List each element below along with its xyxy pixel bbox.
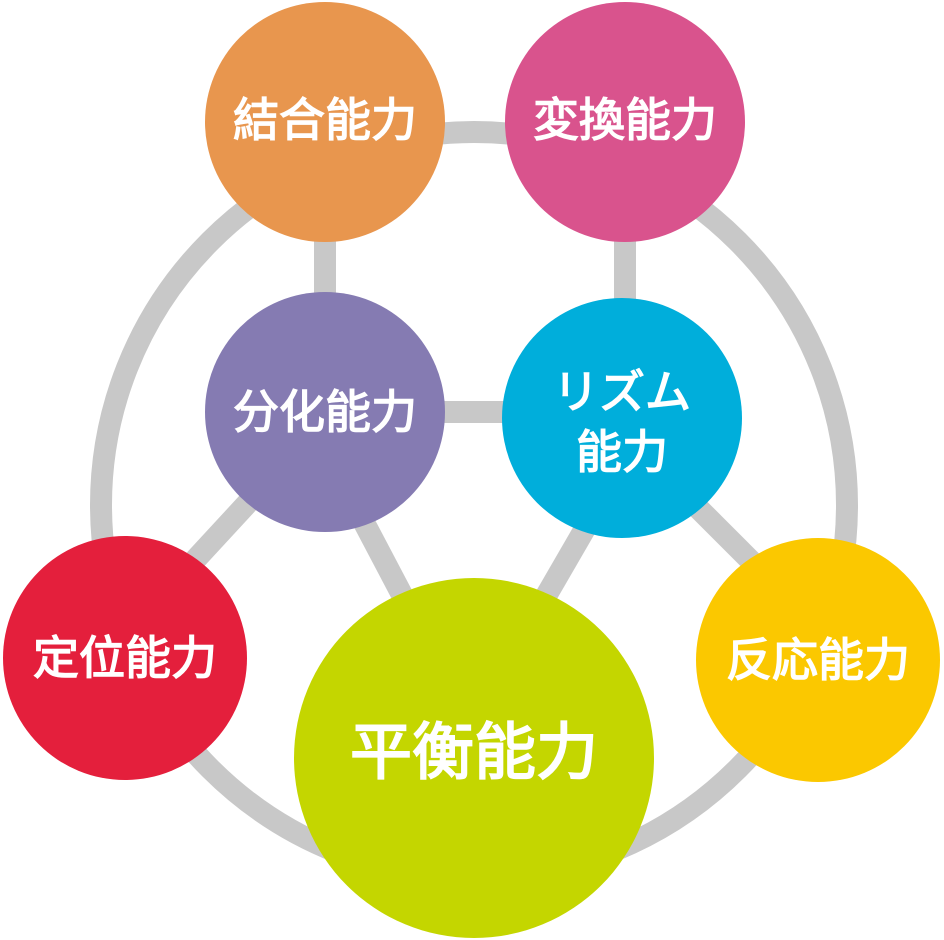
node-teii-label: 定位能力: [33, 631, 217, 685]
node-bunka-circle: [205, 292, 445, 532]
node-hanno: 反応能力: [696, 538, 940, 782]
node-hanno-circle: [696, 538, 940, 782]
node-henkan-label: 変換能力: [533, 93, 717, 147]
node-heiko-circle: [294, 578, 654, 938]
node-rhythm-label-line2: 能力: [576, 425, 668, 479]
node-teii: 定位能力: [3, 536, 247, 780]
connector-rhythm-hanno: [687, 497, 768, 578]
node-rhythm-label-line1: リズム: [553, 365, 691, 419]
node-bunka-label: 分化能力: [233, 385, 417, 439]
node-ketsugo: 結合能力: [205, 2, 445, 242]
node-rhythm-circle: [502, 298, 742, 538]
connector-bunka-teii: [186, 487, 264, 568]
node-heiko-label: 平衡能力: [350, 716, 598, 789]
node-henkan: 変換能力: [505, 2, 745, 242]
node-henkan-circle: [505, 2, 745, 242]
node-bunka: 分化能力: [205, 292, 445, 532]
node-ketsugo-circle: [205, 2, 445, 242]
node-teii-circle: [3, 536, 247, 780]
node-rhythm: リズム 能力: [502, 298, 742, 538]
node-ketsugo-label: 結合能力: [233, 93, 417, 147]
node-hanno-label: 反応能力: [726, 633, 910, 687]
node-heiko: 平衡能力: [294, 578, 654, 938]
